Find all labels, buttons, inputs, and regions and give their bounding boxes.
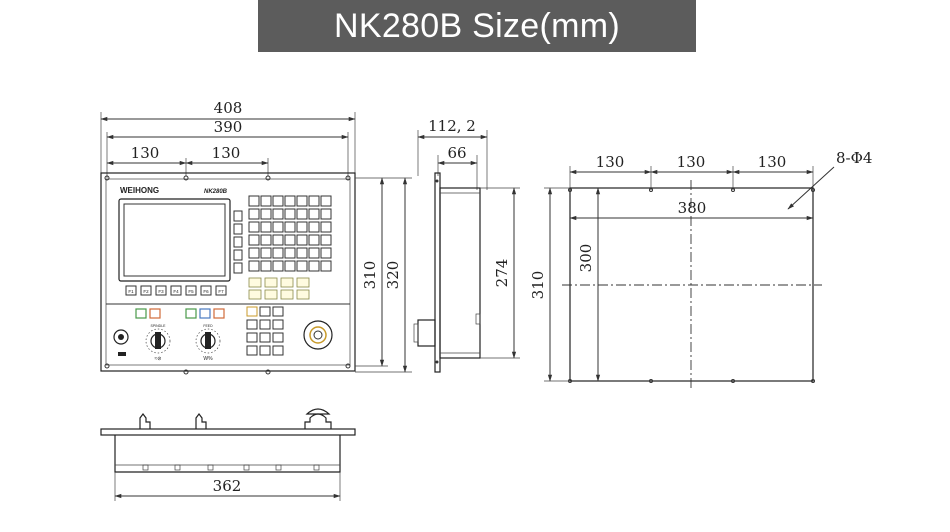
dim-408: 408: [214, 99, 243, 117]
panel-outline: [100, 172, 356, 372]
front-view-height-dims: 310 320: [355, 177, 412, 373]
cutout-outline: [569, 187, 814, 382]
f-key-label: F5: [188, 289, 194, 294]
f-key-label: F2: [143, 289, 149, 294]
dim-362: 362: [213, 477, 242, 495]
f-key-label: F4: [173, 289, 179, 294]
dim-380: 380: [678, 199, 707, 217]
brand-logo: WEIHONG: [120, 186, 159, 195]
lcd-screen-frame: [118, 198, 231, 282]
side-soft-keys: [233, 210, 243, 274]
dim-cutout-pitch-1: 130: [596, 153, 625, 171]
dim-cutout-pitch-3: 130: [758, 153, 787, 171]
model-label: NK280B: [204, 189, 228, 195]
dim-300: 300: [577, 244, 595, 273]
svg-text:≈⊘: ≈⊘: [155, 356, 162, 362]
f-key-label: F1: [128, 289, 134, 294]
side-view: 112, 2 66 274: [413, 117, 520, 373]
f-key-label: F3: [158, 289, 164, 294]
svg-text:W%: W%: [203, 356, 213, 362]
edit-keys: [248, 277, 310, 300]
bottom-view: 362: [100, 408, 356, 501]
page-title: NK280B Size(mm): [258, 0, 696, 52]
lcd-screen: [123, 203, 226, 277]
dim-320-front: 320: [384, 261, 402, 290]
key-switch-icon: [113, 329, 129, 345]
dim-cutout-pitch-2: 130: [677, 153, 706, 171]
dim-390: 390: [214, 118, 243, 136]
dim-66: 66: [447, 144, 466, 162]
feed-knob-label: FEED: [203, 324, 213, 328]
f-key-label: F7: [218, 289, 224, 294]
main-keypad: [248, 195, 332, 272]
dim-front-pitch-2: 130: [212, 144, 241, 162]
dim-112-2: 112, 2: [428, 117, 476, 135]
cutout-view: 130 130 130 8-Φ4 380 300 310: [529, 149, 872, 390]
dim-front-pitch-1: 130: [131, 144, 160, 162]
f-key-label: F6: [203, 289, 209, 294]
dim-holes: 8-Φ4: [836, 149, 872, 167]
front-view: 408 390 130 130 WEIHONG NK280B: [100, 99, 356, 375]
emergency-stop-icon: [303, 320, 333, 350]
function-keys: F1 F2 F3 F4 F5 F6 F7: [125, 285, 227, 296]
emergency-and-knobs: SPINDLE FEED ≈⊘ W%: [113, 306, 333, 362]
dim-310-cutout: 310: [529, 271, 547, 300]
dim-274: 274: [493, 259, 511, 288]
spindle-knob-label: SPINDLE: [151, 324, 167, 328]
dim-310-front: 310: [361, 261, 379, 290]
